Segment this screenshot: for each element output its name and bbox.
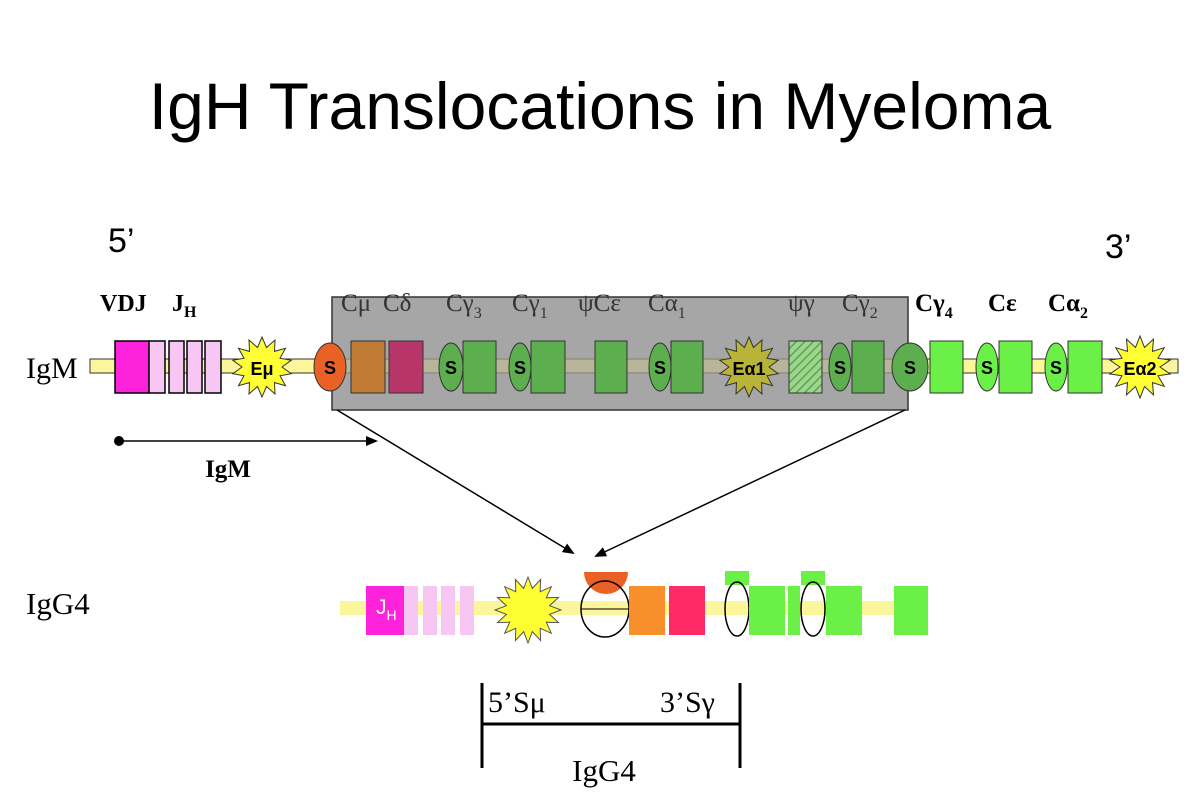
ealpha2-enhancer-star: [1108, 334, 1172, 400]
igg4-jh-label: JH: [376, 596, 397, 623]
c-delta-label: Cδ: [383, 290, 411, 317]
switch-label: S: [654, 358, 666, 378]
igg4-jh-segment: [423, 586, 437, 635]
igg4-c-gamma-block-edge: [788, 586, 800, 635]
deletion-arrow-right: [594, 409, 906, 557]
c-mu-label: Cμ: [341, 290, 371, 317]
c-gamma1-gene: [530, 340, 566, 394]
igm-row-label: IgM: [26, 352, 78, 385]
c-mu-gene: [350, 340, 386, 394]
igg4-jh-block: [366, 586, 404, 635]
igg4-switch-oval: [800, 581, 826, 637]
switch-mu-oval: [313, 342, 347, 392]
igm-transcript-label: IgM: [205, 456, 251, 483]
c-gamma2-gene: [851, 340, 885, 394]
c-gamma3-gene: [462, 340, 497, 394]
jh-segment: [148, 340, 166, 394]
switch-alpha2-oval: [1044, 342, 1068, 392]
igg4-c-mu-block: [629, 586, 665, 635]
c-gamma4-gene: [929, 340, 964, 394]
igg4-c-gamma-block: [826, 586, 862, 635]
vdj-label: VDJ: [100, 291, 147, 317]
jh-segment: [168, 340, 185, 394]
igg4-switch-remnant: [725, 571, 749, 585]
top-gene-labels: VDJ JH: [100, 291, 197, 321]
switch-gamma2-oval: [828, 342, 852, 392]
ealpha1-enhancer-star: [718, 335, 780, 399]
c-delta-gene: [388, 340, 424, 394]
switch-label: S: [834, 358, 846, 378]
psi-c-epsilon-gene: [594, 340, 628, 394]
igg4-c-gamma-block: [749, 586, 785, 635]
c-alpha2-gene: [1067, 340, 1103, 394]
switch-label: S: [1050, 358, 1062, 378]
c-gamma4-label: Cγ4: [915, 290, 953, 322]
ealpha1-enhancer-label: Eα1: [732, 359, 765, 379]
c-alpha1-gene: [670, 340, 704, 394]
switch-label: S: [904, 358, 916, 378]
emu-enhancer-label: Eμ: [250, 359, 273, 379]
c-alpha2-label: Cα2: [1048, 290, 1088, 322]
jh-segment: [186, 340, 203, 394]
deletion-arrow-left: [336, 409, 575, 555]
psi-gamma-label: ψγ: [788, 290, 815, 317]
igg4-jh-segment: [441, 586, 455, 635]
igg4-c-delta-block: [669, 586, 705, 635]
switch-epsilon-oval: [975, 342, 999, 392]
igg4-enhancer-star: [493, 575, 563, 645]
c-epsilon-label: Cε: [988, 290, 1017, 317]
switch-label: S: [324, 358, 336, 378]
c-gamma2-label: Cγ2: [842, 290, 878, 322]
c-alpha1-label: Cα1: [648, 290, 686, 322]
bracket-right-label: 3’Sγ: [660, 686, 715, 719]
bracket-left-label: 5’Sμ: [488, 686, 546, 719]
smu-remnant: [584, 572, 628, 594]
unboxed-gene-labels: Cγ4 Cε Cα2: [915, 290, 1088, 322]
igg4-c-epsilon-block: [894, 586, 928, 635]
switch-gamma4-oval: [891, 342, 929, 392]
bracket-bottom-label: IgG4: [572, 753, 636, 788]
switch-label: S: [981, 358, 993, 378]
psi-c-epsilon-label: ψCε: [578, 290, 621, 317]
boxed-gene-labels: Cμ Cδ Cγ3 Cγ1 ψCε Cα1 ψγ Cγ2: [341, 290, 878, 322]
slide-title: IgH Translocations in Myeloma: [148, 69, 1052, 143]
c-gamma1-label: Cγ1: [512, 290, 548, 322]
igg4-switch-remnant: [801, 571, 825, 585]
igg4-row-label: IgG4: [26, 586, 90, 621]
five-prime-label: 5’: [108, 222, 134, 260]
jh-label: JH: [172, 291, 197, 321]
emu-enhancer-star: [231, 335, 293, 399]
switch-label: S: [514, 358, 526, 378]
jh-segment: [204, 340, 222, 394]
ealpha2-enhancer-label: Eα2: [1123, 359, 1156, 379]
c-gamma3-label: Cγ3: [446, 290, 482, 322]
c-epsilon-gene: [998, 340, 1033, 394]
vdj-segment: [114, 340, 150, 394]
three-prime-label: 3’: [1105, 228, 1131, 266]
igg4-jh-segment: [460, 586, 474, 635]
switch-label: S: [445, 358, 457, 378]
psi-gamma-gene: [788, 340, 823, 394]
igg4-jh-segment: [404, 586, 418, 635]
